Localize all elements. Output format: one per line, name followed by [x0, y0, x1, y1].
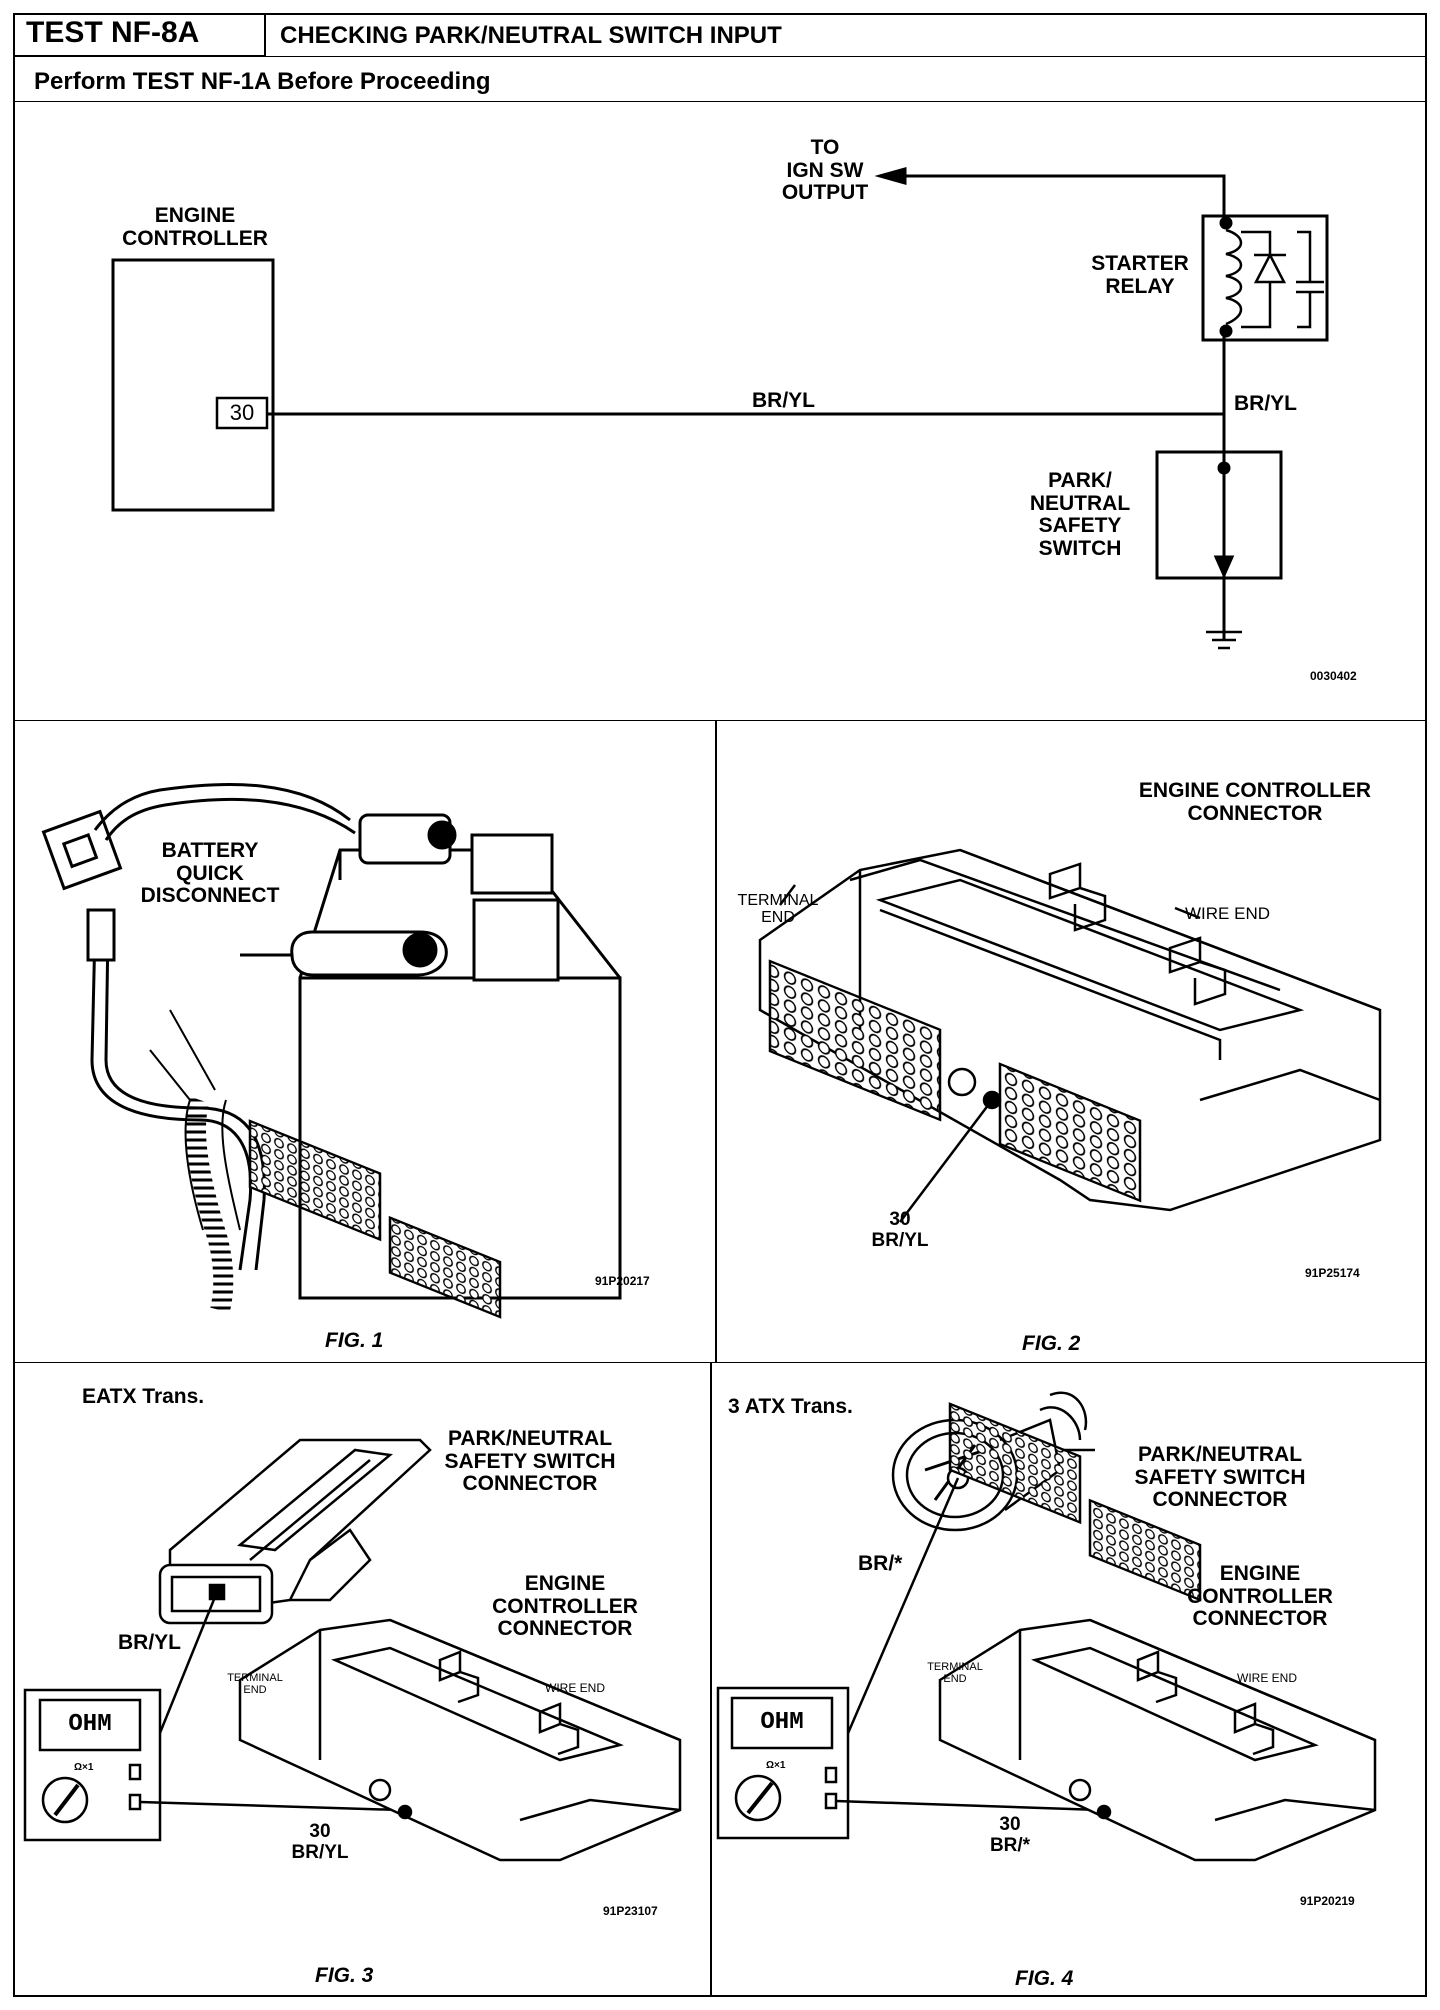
- fig3-controller-connector-label: ENGINE CONTROLLER CONNECTOR: [492, 1572, 638, 1641]
- instruction-text: Perform TEST NF-1A Before Proceeding: [34, 68, 491, 95]
- header-divider: [13, 56, 1427, 57]
- fig3-terminal-end-label: TERMINAL END: [227, 1672, 283, 1696]
- terminal-holes-3a: [248, 1119, 382, 1242]
- park-neutral-switch-box: [1155, 450, 1283, 580]
- pin-30-marker-3: [397, 1804, 413, 1820]
- column-divider-bottom: [710, 1362, 712, 1997]
- fig2-wire-end-label: WIRE END: [1185, 904, 1270, 923]
- fig4-controller-connector-label: ENGINE CONTROLLER CONNECTOR: [1187, 1562, 1333, 1631]
- ign-sw-output-label: TO IGN SW OUTPUT: [781, 136, 869, 205]
- fig2-connector-label: ENGINE CONTROLLER CONNECTOR: [1138, 779, 1372, 825]
- terminal-holes-3b: [388, 1215, 502, 1319]
- column-divider-top: [715, 720, 717, 1362]
- fig3-wire-end-label: WIRE END: [545, 1681, 605, 1695]
- ohmmeter-2: [716, 1686, 850, 1840]
- fig1-caption: FIG. 1: [325, 1329, 384, 1352]
- relay-diode-icon: [1241, 230, 1287, 329]
- wire-label-br-yl-vertical: BR/YL: [1234, 392, 1297, 415]
- wire-label-br-yl: BR/YL: [752, 389, 815, 412]
- fig1-code: 91P20217: [595, 1274, 650, 1288]
- fig2-pin-30-label: 30 BR/YL: [871, 1209, 929, 1251]
- probe-wire-4: [835, 1799, 1101, 1812]
- page-title: CHECKING PARK/NEUTRAL SWITCH INPUT: [280, 22, 782, 49]
- latch-tab-1: [1048, 862, 1107, 932]
- fig3-drawing: [23, 1119, 682, 1862]
- instruction-divider: [13, 101, 1427, 102]
- outer-frame: [13, 13, 1427, 1997]
- harness-wire: [90, 929, 253, 1271]
- test-id: TEST NF-8A: [26, 16, 200, 49]
- battery-cable: [93, 782, 351, 831]
- schematic-divider: [13, 720, 1427, 721]
- probe-wire-3: [828, 1477, 960, 1776]
- ground-icon: [1206, 630, 1242, 650]
- terminal-holes-left: [768, 959, 942, 1122]
- pin-30-leader: [899, 1099, 993, 1223]
- fig4-wire-label: BR/*: [858, 1552, 903, 1575]
- fig3-switch-connector-label: PARK/NEUTRAL SAFETY SWITCH CONNECTOR: [444, 1427, 616, 1496]
- fig4-meter-display: OHM: [760, 1709, 804, 1736]
- starter-relay-box: [1201, 214, 1329, 342]
- fig4-wire-end-label: WIRE END: [1237, 1671, 1297, 1685]
- fig4-drawing: [716, 1391, 1377, 1862]
- pin-30-label: 30: [229, 400, 255, 425]
- schematic-code: 0030402: [1310, 669, 1357, 683]
- fig4-switch-connector-label: PARK/NEUTRAL SAFETY SWITCH CONNECTOR: [1134, 1443, 1306, 1512]
- park-neutral-switch-label: PARK/ NEUTRAL SAFETY SWITCH: [1029, 469, 1131, 561]
- fig3-code: 91P23107: [603, 1904, 658, 1918]
- ign-arrow-icon: [874, 167, 907, 185]
- fig2-code: 91P25174: [1305, 1266, 1360, 1280]
- quick-disconnect-icon: [41, 809, 123, 891]
- fig4-pin-30-label: 30 BR/*: [989, 1814, 1031, 1856]
- schematic: [111, 167, 1329, 650]
- fig3-meter-display: OHM: [68, 1711, 112, 1738]
- fig2-caption: FIG. 2: [1022, 1332, 1081, 1355]
- fig3-pin-30-label: 30 BR/YL: [291, 1821, 349, 1863]
- battery-top-cover: [470, 833, 554, 895]
- probe-wire-2: [139, 1800, 401, 1812]
- fig3-wire-label: BR/YL: [118, 1631, 181, 1654]
- middle-divider: [13, 1362, 1427, 1363]
- relay-coil-icon: [1225, 228, 1243, 326]
- fig2-connector-drawing: [758, 848, 1382, 1223]
- fig4-trans-label: 3 ATX Trans.: [728, 1395, 853, 1418]
- terminal-holes-4b: [1088, 1498, 1202, 1602]
- relay-capacitor-icon: [1296, 230, 1324, 329]
- battery-quick-disconnect-label: BATTERY QUICK DISCONNECT: [140, 839, 280, 908]
- fig4-terminal-end-label: TERMINAL END: [927, 1661, 983, 1685]
- fig3-caption: FIG. 3: [315, 1964, 374, 1987]
- fig4-meter-range: Ω×1: [766, 1760, 786, 1771]
- fig4-code: 91P20219: [1300, 1894, 1355, 1908]
- latch-tab-2: [1168, 936, 1227, 1006]
- fig3-trans-label: EATX Trans.: [82, 1385, 205, 1408]
- ign-wire: [890, 174, 1226, 223]
- engine-controller-label: ENGINE CONTROLLER: [122, 204, 268, 250]
- starter-relay-label: STARTER RELAY: [1091, 252, 1189, 298]
- pin-30-marker-4: [1096, 1804, 1112, 1820]
- fig3-meter-range: Ω×1: [74, 1762, 94, 1773]
- terminal-holes-4a: [948, 1402, 1082, 1525]
- fig2-terminal-end-label: TERMINAL END: [737, 892, 819, 927]
- engine-controller-box: [111, 258, 275, 512]
- fig4-caption: FIG. 4: [1015, 1967, 1074, 1990]
